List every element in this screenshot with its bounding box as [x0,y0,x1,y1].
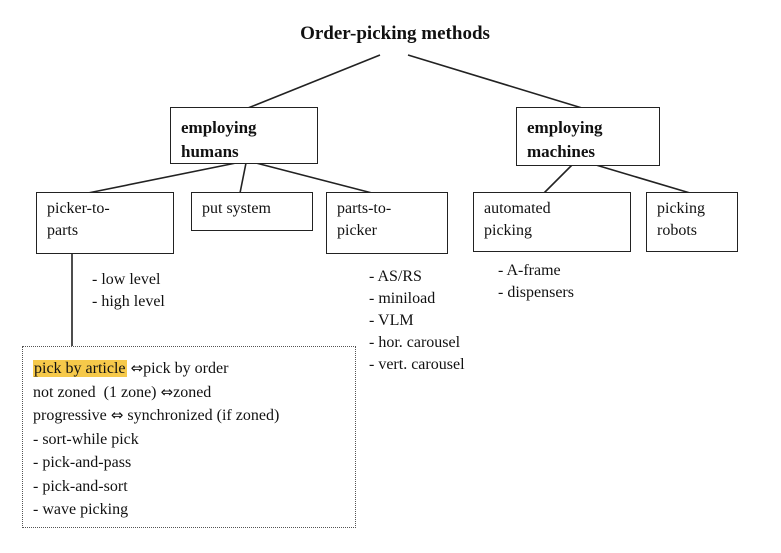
list-item: - low level [92,271,161,288]
method-parts-to-picker: parts-to- picker [326,192,448,254]
edge-humans-picker-to-parts [87,162,237,194]
parts-to-picker-types: - AS/RS - miniload - VLM - hor. carousel… [369,266,465,376]
list-item: - high level [92,293,165,310]
detail-term: synchronized (if zoned) [127,407,280,424]
automated-picking-types: - A-frame - dispensers [498,260,574,304]
detail-row-zoning: not zoned (1 zone) ⇔zoned [33,381,355,405]
method-label-line: picker [337,222,377,239]
list-item: - wave picking [33,501,129,518]
list-item: - pick-and-pass [33,454,132,471]
picker-to-parts-levels: - low level - high level [92,269,165,313]
highlighted-term: pick by article [33,360,127,377]
method-label-line: picking [484,222,532,239]
list-item: - sort-while pick [33,430,139,448]
edge-machines-automated [543,164,573,194]
detail-term: progressive [33,407,107,424]
method-label-line: picking [657,200,705,217]
list-item: - miniload [369,290,436,307]
method-label-line: picker-to- [47,200,110,217]
detail-term: zoned [173,383,212,401]
method-automated-picking: automated picking [473,192,631,252]
method-picker-to-parts: picker-to- parts [36,192,174,254]
list-item: - VLM [369,312,414,329]
picker-to-parts-detail-box: pick by article ⇔pick by order not zoned… [22,346,356,528]
list-item: - pick-and-sort [33,477,128,495]
detail-row-progression: progressive ⇔ synchronized (if zoned) [33,404,355,428]
method-label-line: robots [657,222,697,239]
edge-humans-parts-to-picker [255,162,373,194]
method-label-line: parts-to- [337,200,392,217]
category-label-line: employing [181,118,257,137]
edge-title-machines [407,54,583,109]
bidirectional-arrow-icon: ⇔ [160,382,174,401]
list-item: - A-frame [498,262,561,279]
method-label-line: put system [202,200,271,217]
category-employing-machines: employing machines [516,107,660,166]
list-item: - vert. carousel [369,356,465,373]
detail-term: not zoned (1 zone) [33,383,157,401]
edge-humans-put-system [239,162,247,194]
bidirectional-arrow-icon: ⇔ [130,359,144,377]
edge-machines-robots [595,164,691,194]
list-item: - hor. carousel [369,334,461,351]
category-employing-humans: employing humans [170,107,318,164]
category-label-line: employing [527,118,603,137]
list-item: - AS/RS [369,268,422,285]
edge-title-humans [247,54,381,109]
detail-term: pick by order [143,360,229,377]
method-picking-robots: picking robots [646,192,738,252]
method-label-line: automated [484,200,551,217]
bidirectional-arrow-icon: ⇔ [110,406,124,424]
list-item: - dispensers [498,284,574,301]
detail-row-article-order: pick by article ⇔pick by order [33,357,355,381]
method-label-line: parts [47,222,79,239]
category-label-line: humans [181,142,239,161]
diagram-title: Order-picking methods [300,23,490,44]
method-put-system: put system [191,192,313,231]
category-label-line: machines [527,142,595,161]
